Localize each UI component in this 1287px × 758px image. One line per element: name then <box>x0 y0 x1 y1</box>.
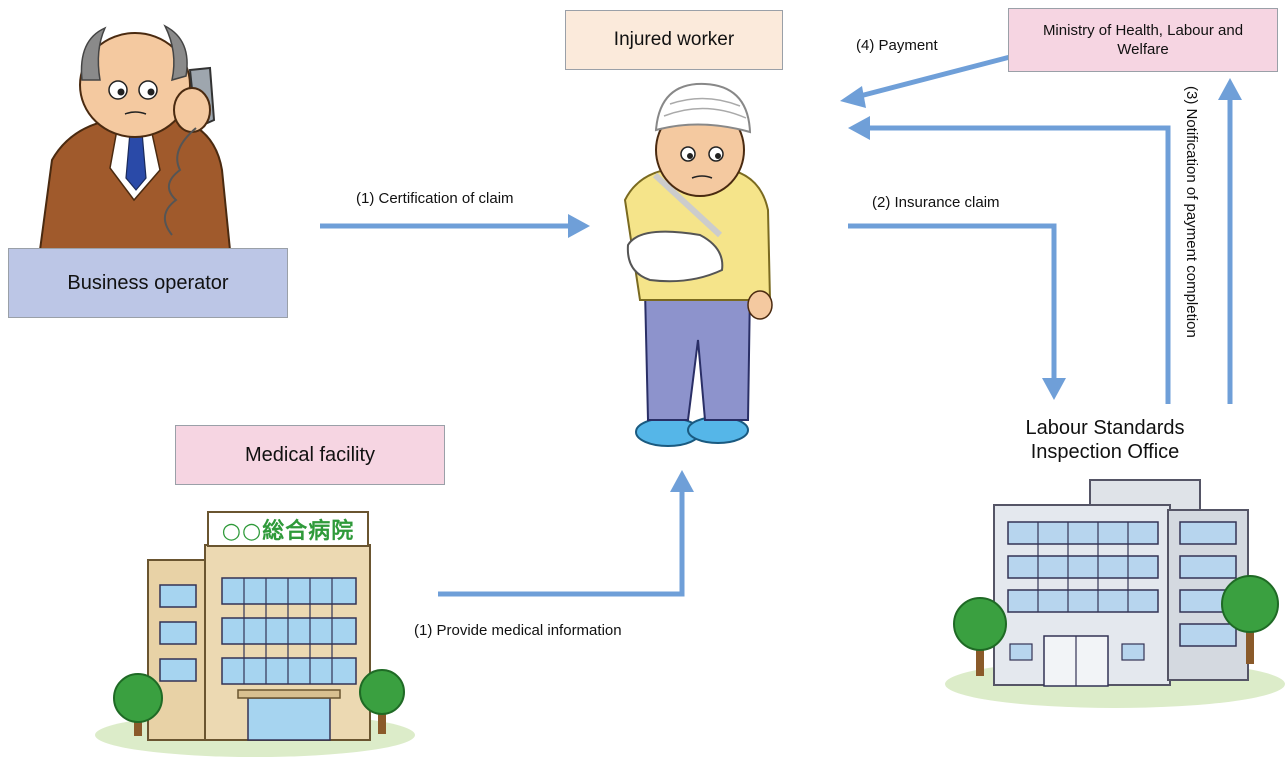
arrow-payment-notice <box>868 125 1171 404</box>
tree-icon <box>359 669 405 734</box>
medical-facility-label: Medical facility <box>244 443 376 466</box>
ministry-label: Ministry of Health, Labour and Welfare <box>1042 22 1244 58</box>
tree-icon <box>113 673 163 736</box>
businessman-on-phone-icon <box>38 24 232 251</box>
arrow-medical-info <box>438 490 685 597</box>
edge-label-medical-info: (1) Provide medical information <box>414 622 622 639</box>
hospital-building-icon <box>95 511 415 757</box>
injured-worker-box: Injured worker <box>565 10 783 70</box>
edge-label-certification: (1) Certification of claim <box>356 190 514 207</box>
edge-label-insurance-claim: (2) Insurance claim <box>872 194 1000 211</box>
edge-label-notification: (3) Notification of payment completion <box>1183 86 1200 338</box>
injured-worker-label: Injured worker <box>613 29 735 50</box>
edge-label-payment: (4) Payment <box>856 37 938 54</box>
business-operator-box: Business operator <box>8 248 288 318</box>
arrow-heads <box>568 78 1242 492</box>
medical-facility-box: Medical facility <box>175 425 445 485</box>
ministry-box: Ministry of Health, Labour and Welfare <box>1008 8 1278 72</box>
arrow-insurance-claim <box>848 223 1057 382</box>
business-operator-label: Business operator <box>67 271 229 294</box>
tree-icon <box>1221 575 1279 664</box>
hospital-sign: ○○総合病院 <box>221 519 355 544</box>
arrow-payment <box>859 54 1011 99</box>
flow-arrows <box>320 54 1233 597</box>
injured-worker-icon <box>623 82 773 447</box>
office-building-icon <box>945 479 1285 708</box>
tree-icon <box>953 597 1007 676</box>
labour-office-label: Labour Standards Inspection Office <box>1025 417 1185 463</box>
